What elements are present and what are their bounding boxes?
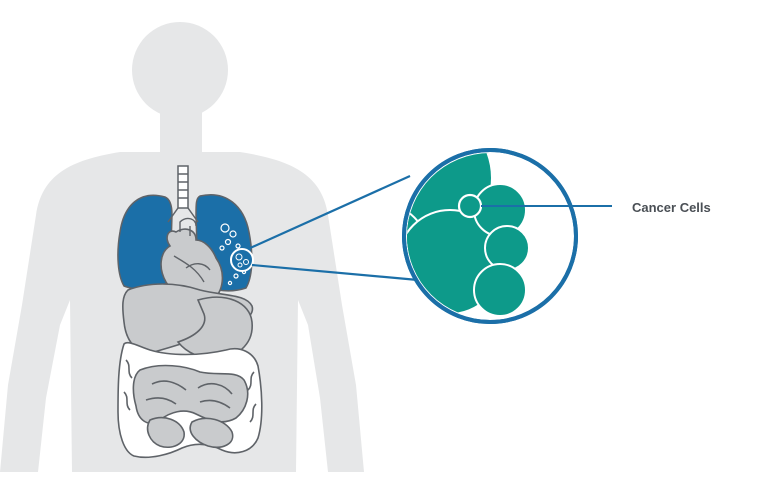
- lung-tumor-magnified-spot: [230, 248, 254, 272]
- intestines: [117, 341, 263, 459]
- right-lung: [117, 194, 173, 291]
- magnifier-callout: [402, 148, 578, 324]
- cancer-cells-label: Cancer Cells: [632, 200, 711, 215]
- tumor-bubbles: [219, 223, 247, 286]
- heart: [160, 217, 224, 303]
- callout-lines: [247, 174, 419, 282]
- head: [132, 22, 228, 118]
- trachea: [167, 165, 199, 223]
- neck: [160, 108, 202, 158]
